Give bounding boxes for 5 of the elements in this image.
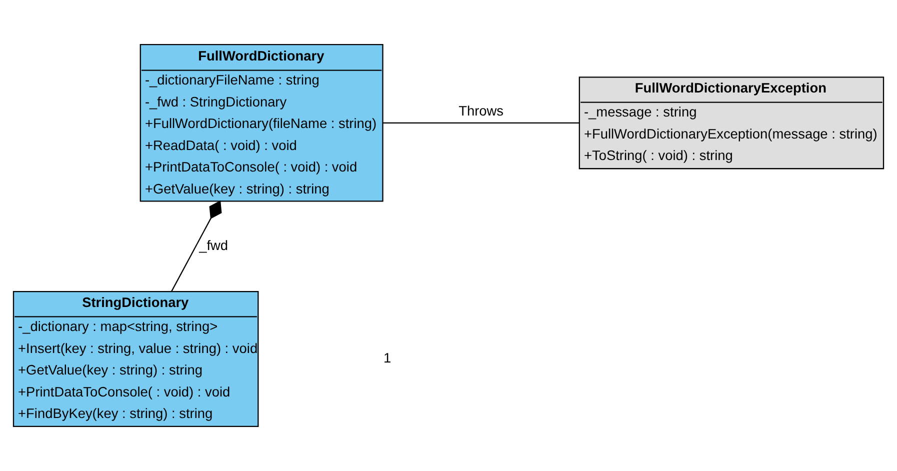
label: 1 [384, 350, 392, 366]
edge-label: Throws [458, 104, 504, 119]
edge-label: _fwd [199, 238, 228, 253]
connector [171, 200, 222, 292]
connector [382, 122, 580, 124]
